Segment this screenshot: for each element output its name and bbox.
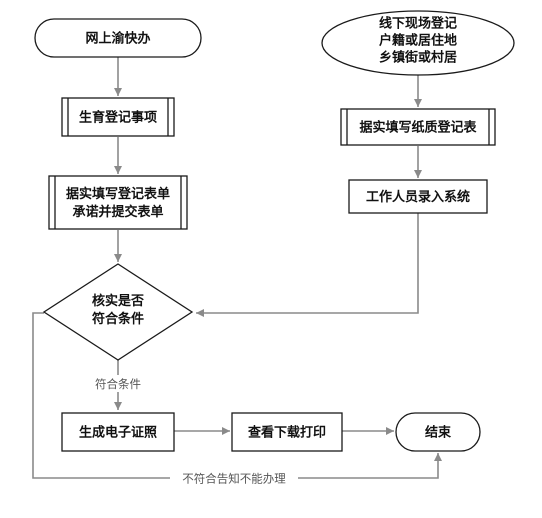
node-offline-line-1: 线下现场登记 bbox=[379, 16, 457, 32]
node-fill-online-line-1: 据实填写登记表单 bbox=[66, 186, 170, 202]
node-offline-line-3: 乡镇街或村居 bbox=[379, 50, 457, 66]
node-print-label: 查看下载打印 bbox=[247, 425, 326, 441]
node-offline: 线下现场登记 户籍或居住地 乡镇街或村居 bbox=[321, 10, 515, 76]
node-offline-shape bbox=[321, 10, 515, 76]
edge-label-not-meets-bg bbox=[170, 470, 298, 487]
node-print: 查看下载打印 bbox=[231, 412, 343, 452]
edge-label-meets-bg bbox=[88, 375, 148, 392]
node-online: 网上渝快办 bbox=[34, 18, 202, 58]
node-end: 结束 bbox=[395, 412, 481, 452]
node-fill-online-shape bbox=[48, 175, 188, 230]
edge-staff-to-check bbox=[196, 213, 419, 317]
node-fill-paper-shape bbox=[340, 108, 496, 146]
node-end-label: 结束 bbox=[425, 425, 452, 441]
node-generate-shape bbox=[61, 412, 175, 452]
node-staff-entry-shape bbox=[348, 179, 488, 214]
edge-label-not-meets: 不符合告知不能办理 bbox=[182, 472, 286, 486]
node-birth-register: 生育登记事项 bbox=[61, 97, 175, 137]
edge-label-meets: 符合条件 bbox=[95, 377, 141, 391]
node-generate: 生成电子证照 bbox=[61, 412, 175, 452]
node-online-label: 网上渝快办 bbox=[85, 31, 150, 47]
node-generate-label: 生成电子证照 bbox=[79, 425, 157, 441]
node-offline-line-2: 户籍或居住地 bbox=[379, 33, 457, 49]
node-check: 核实是否 符合条件 bbox=[42, 263, 194, 361]
node-check-line-2: 符合条件 bbox=[92, 311, 144, 327]
node-staff-entry-label: 工作人员录入系统 bbox=[366, 189, 470, 205]
edge-check-not-meets-to-end bbox=[32, 312, 442, 479]
node-check-shape bbox=[42, 263, 194, 361]
node-online-shape bbox=[34, 18, 202, 58]
node-check-line-1: 核实是否 bbox=[92, 293, 144, 309]
node-fill-paper: 据实填写纸质登记表 bbox=[340, 108, 496, 146]
node-fill-paper-label: 据实填写纸质登记表 bbox=[359, 120, 477, 136]
node-fill-online: 据实填写登记表单 承诺并提交表单 bbox=[48, 175, 188, 230]
node-fill-online-line-2: 承诺并提交表单 bbox=[72, 204, 163, 220]
node-print-shape bbox=[231, 412, 343, 452]
node-birth-register-shape bbox=[61, 97, 175, 137]
edges bbox=[32, 57, 442, 479]
node-birth-register-label: 生育登记事项 bbox=[79, 110, 157, 126]
node-end-shape bbox=[395, 412, 481, 452]
node-staff-entry: 工作人员录入系统 bbox=[348, 179, 488, 214]
